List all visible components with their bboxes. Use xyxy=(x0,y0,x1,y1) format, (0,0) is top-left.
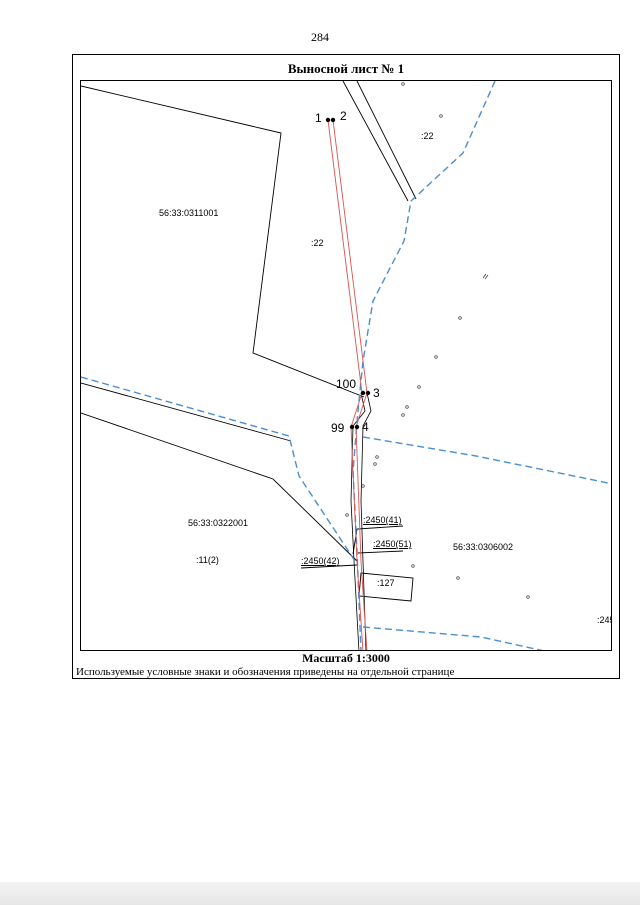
marker-circle xyxy=(411,564,415,568)
map-canvas xyxy=(81,81,611,650)
parcel-boundary-2450-51 xyxy=(357,550,404,554)
parcel-boundary-2450-42 xyxy=(300,564,358,569)
survey-point-4 xyxy=(354,424,360,430)
survey-point-1 xyxy=(325,117,331,123)
parcel-label-22: :22 xyxy=(311,238,324,248)
marker-circle xyxy=(434,355,438,359)
marker-circle xyxy=(458,316,462,320)
quarter-boundary-east xyxy=(362,436,611,485)
marker-circle xyxy=(401,82,405,86)
survey-point-3 xyxy=(365,390,371,396)
parcel-label-0306002: 56:33:0306002 xyxy=(453,542,514,552)
scale-label: Масштаб 1:3000 xyxy=(302,651,390,665)
parcel-boundary-0322001 xyxy=(81,412,358,562)
parcel-label-2450-41: :2450(41) xyxy=(363,515,402,525)
parcel-label-127: :127 xyxy=(377,578,395,588)
parcel-label-0311001: 56:33:0311001 xyxy=(159,208,219,218)
parcel-boundary-2450-41 xyxy=(352,525,404,555)
survey-point-2 xyxy=(330,117,336,123)
marker-circle xyxy=(373,462,377,466)
marker-circle xyxy=(361,484,365,488)
parcel-label-245-edge: :245 xyxy=(597,615,611,625)
survey-point-100 xyxy=(360,390,366,396)
quarter-boundary-south xyxy=(362,626,544,650)
marker-circle xyxy=(439,114,443,118)
marker-tick xyxy=(482,273,487,279)
marker-circle xyxy=(526,595,530,599)
survey-point-label-100: 100 xyxy=(336,377,357,391)
parcel-label-11-2: :11(2) xyxy=(196,555,219,565)
marker-circle xyxy=(456,576,460,580)
road-right-edge xyxy=(360,392,372,650)
survey-point-label-99: 99 xyxy=(331,421,345,435)
parcel-label-22: :22 xyxy=(421,131,434,141)
quarter-boundary-north xyxy=(352,81,496,650)
parcel-label-2450-51: :2450(51) xyxy=(373,539,412,549)
map-frame: 56:33:0311001 :22 :22 56:33:0322001 :11(… xyxy=(80,80,612,651)
legend-note: Используемые условные знаки и обозначени… xyxy=(76,666,455,678)
parcel-boundary-127 xyxy=(358,572,414,602)
survey-point-label-4: 4 xyxy=(362,420,369,434)
sheet-frame xyxy=(72,54,620,679)
marker-circle xyxy=(417,385,421,389)
road-left-edge xyxy=(350,392,366,650)
survey-point-label-2: 2 xyxy=(340,109,347,123)
parcel-label-2450-42: :2450(42) xyxy=(301,556,340,566)
parcel-boundary-0311001 xyxy=(81,85,365,398)
parcel-boundary-top-strip-inner xyxy=(342,81,409,202)
sheet-title: Выносной лист № 1 xyxy=(287,61,405,76)
marker-circle xyxy=(405,405,409,409)
parcel-boundary-0322001-top xyxy=(81,382,292,442)
parcel-boundary-top-strip xyxy=(356,81,417,200)
marker-circle xyxy=(345,513,349,517)
marker-tick xyxy=(484,274,489,280)
survey-point-99 xyxy=(349,424,355,430)
marker-circle xyxy=(401,413,405,417)
marker-circle xyxy=(375,455,379,459)
page-number: 284 xyxy=(311,30,329,44)
survey-point-label-1: 1 xyxy=(315,111,322,125)
scan-edge xyxy=(0,882,640,905)
survey-point-label-3: 3 xyxy=(373,386,380,400)
parcel-label-0322001: 56:33:0322001 xyxy=(188,518,249,528)
quarter-boundary-west xyxy=(81,376,356,562)
